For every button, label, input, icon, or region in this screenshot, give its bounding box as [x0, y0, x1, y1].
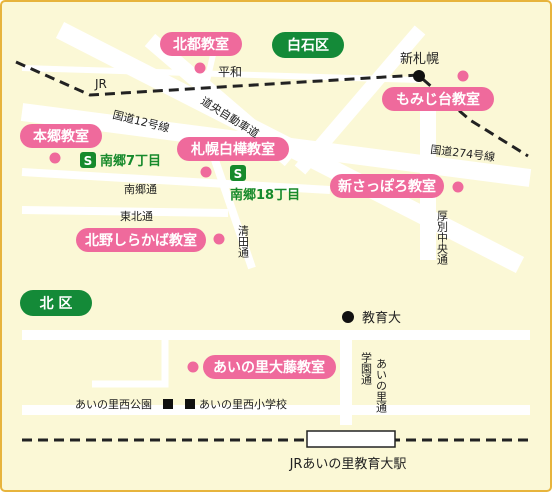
school-momijidai-label: もみじ台教室	[396, 91, 480, 108]
landmark-ainosato-nishi-park-marker	[163, 399, 173, 409]
station-shin-sapporo-label: 新札幌	[400, 51, 439, 67]
school-hokuto-marker	[194, 62, 206, 74]
school-momijidai[interactable]: もみじ台教室	[382, 87, 494, 111]
school-shin-sapporo-label: 新さっぽろ教室	[338, 178, 436, 195]
school-sapporo-shirakaba[interactable]: 札幌白樺教室	[177, 137, 289, 161]
school-ainosato-daito-label: あいの里大藤教室	[213, 359, 325, 376]
school-sapporo-shirakaba-marker	[200, 166, 212, 178]
school-hongo[interactable]: 本郷教室	[20, 124, 102, 148]
district-kita-label: 北 区	[40, 296, 73, 312]
landmark-ainosato-nishi-school-label: あいの里西小学校	[199, 397, 287, 411]
subway-icon	[80, 152, 96, 168]
school-ainosato-daito-marker	[187, 361, 199, 373]
road-label-kiyota-dori: 清田通	[237, 225, 250, 258]
landmark-ainosato-nishi-school-marker	[185, 399, 195, 409]
road-network-north	[22, 330, 530, 425]
subway-badge-letter: S	[84, 154, 93, 168]
school-hongo-marker	[49, 152, 61, 164]
road-label-heiwa: 平和	[218, 65, 242, 79]
road-label-atsubetsu-chuo: 厚別中央通	[436, 210, 449, 265]
station-kyoikudai-marker	[342, 311, 354, 323]
jr-station-box	[306, 430, 396, 448]
school-kitano-shirakaba-marker	[213, 233, 225, 245]
school-ainosato-daito[interactable]: あいの里大藤教室	[203, 355, 336, 379]
school-shin-sapporo[interactable]: 新さっぽろ教室	[330, 174, 444, 198]
district-shiroishi-label: 白石区	[287, 37, 329, 54]
school-shin-sapporo-marker	[452, 181, 464, 193]
road-nango-dori	[21, 168, 331, 194]
landmark-ainosato-nishi-park-label: あいの里西公園	[75, 398, 152, 411]
subway-nango7: S 南郷7丁目	[80, 152, 161, 169]
road-label-jr: JR	[94, 77, 107, 91]
road-north-diagonal	[294, 25, 426, 175]
subway-nango7-label: 南郷7丁目	[100, 153, 161, 169]
school-kitano-shirakaba-label: 北野しらかば教室	[85, 232, 197, 249]
road-label-ainosato-dori: あいの里通	[375, 358, 388, 413]
road-kiyota-dori	[211, 158, 256, 270]
district-kita: 北 区	[20, 290, 92, 316]
school-hokuto[interactable]: 北都教室	[160, 32, 242, 56]
school-hokuto-label: 北都教室	[173, 36, 229, 53]
subway-nango18: S 南郷18丁目	[230, 165, 300, 203]
station-shin-sapporo-marker	[413, 70, 425, 82]
station-ainosato-kyoikudai-label: JRあいの里教育大駅	[289, 456, 407, 472]
school-momijidai-marker	[457, 70, 469, 82]
subway-icon	[230, 165, 246, 181]
road-label-gakuen-dori: 学園通	[360, 351, 373, 385]
school-hongo-label: 本郷教室	[33, 128, 89, 145]
road-ainosato-west	[92, 340, 169, 388]
subway-nango18-label: 南郷18丁目	[230, 187, 300, 203]
road-label-nango-dori: 南郷通	[124, 182, 157, 196]
district-shiroishi: 白石区	[272, 32, 344, 58]
road-tohoku-dori	[21, 206, 229, 217]
road-label-tohoku-dori: 東北通	[120, 210, 153, 223]
station-kyoikudai-label: 教育大	[362, 310, 401, 326]
school-kitano-shirakaba[interactable]: 北野しらかば教室	[76, 228, 206, 252]
school-sapporo-shirakaba-label: 札幌白樺教室	[190, 141, 275, 158]
subway-badge-letter: S	[234, 167, 243, 181]
